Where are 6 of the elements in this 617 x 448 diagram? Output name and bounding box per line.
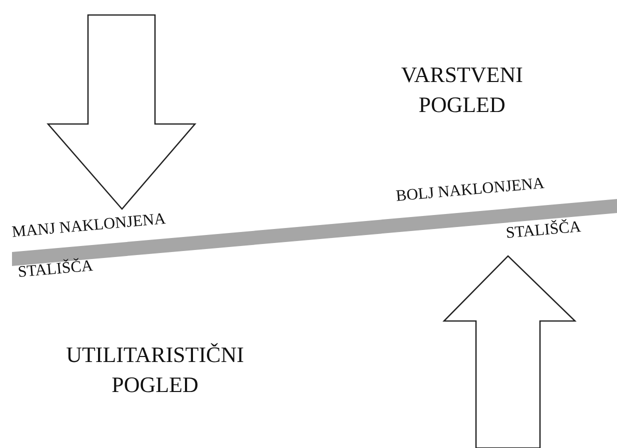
beam-label: MANJ NAKLONJENA [11,210,166,242]
beam-label: STALIŠČA [505,218,582,243]
view-heading: VARSTVENI POGLED [400,61,524,119]
view-heading: UTILITARISTIČNI POGLED [65,341,245,399]
beam-label: BOLJ NAKLONJENA [395,175,546,206]
beam-label: STALIŠČA [17,257,94,282]
